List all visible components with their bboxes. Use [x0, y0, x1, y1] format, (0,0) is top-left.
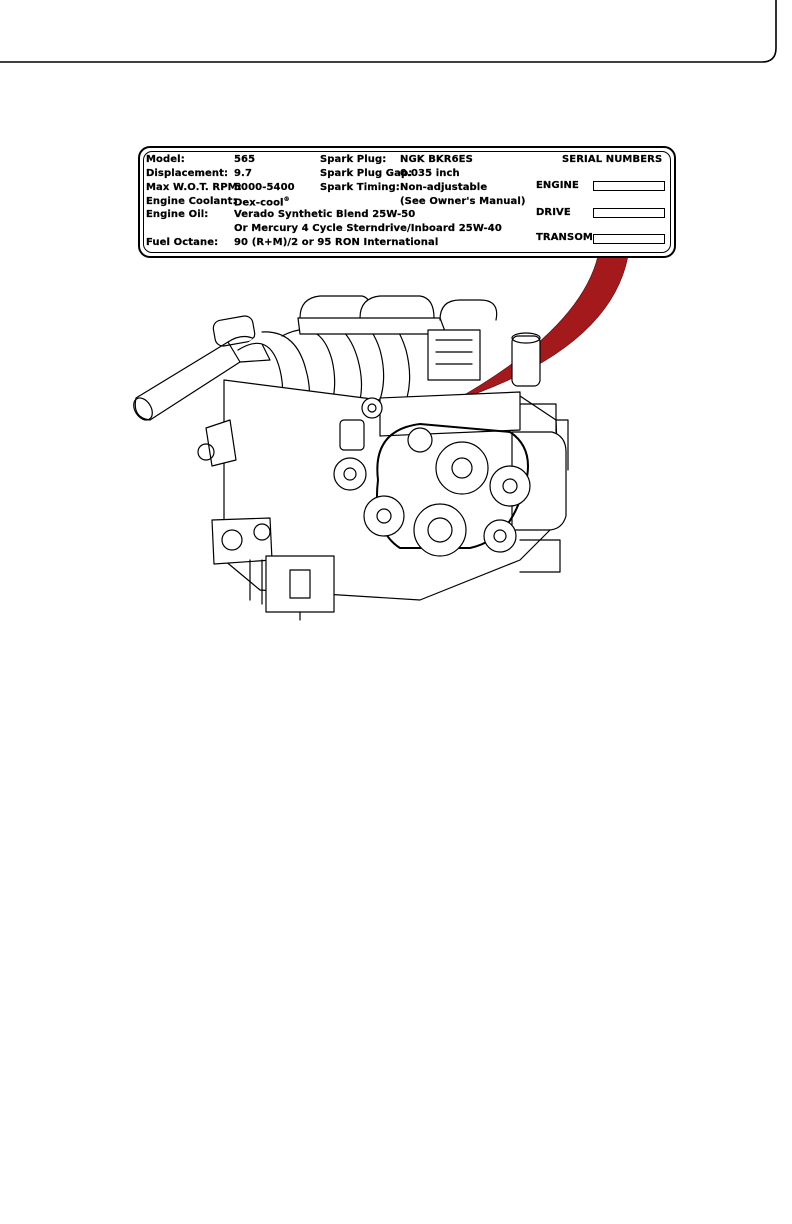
serial-numbers-title: SERIAL NUMBERS: [562, 154, 663, 165]
label-plug-gap-key: Spark Plug Gap:: [320, 168, 413, 179]
serial-drive-box: [593, 208, 665, 218]
label-timing-key: Spark Timing:: [320, 182, 400, 193]
spec-label-plate: [138, 146, 676, 258]
spec-label-inner-border: [143, 151, 671, 253]
label-model-value: 565: [234, 154, 256, 165]
label-spark-plug-value: NGK BKR6ES: [400, 154, 473, 165]
label-oil-value: Verado Synthetic Blend 25W-50: [234, 209, 416, 220]
label-octane-key: Fuel Octane:: [146, 237, 219, 248]
serial-transom-label: TRANSOM: [536, 232, 593, 243]
label-displacement-key: Displacement:: [146, 168, 229, 179]
serial-transom-box: [593, 234, 665, 244]
label-displacement-value: 9.7: [234, 168, 253, 179]
engine-illustration: [133, 295, 569, 621]
label-timing-value: Non-adjustable: [400, 182, 488, 193]
serial-engine-box: [593, 181, 665, 191]
registered-mark: ®: [283, 196, 290, 203]
label-oil-alt-value: Or Mercury 4 Cycle Sterndrive/Inboard 25…: [234, 223, 502, 234]
label-model-key: Model:: [146, 154, 185, 165]
serial-drive-label: DRIVE: [536, 207, 571, 218]
label-coolant-value: Dex-cool®: [234, 196, 290, 209]
label-spark-plug-key: Spark Plug:: [320, 154, 387, 165]
label-plug-gap-value: 0.035 inch: [400, 168, 460, 179]
label-oil-key: Engine Oil:: [146, 209, 209, 220]
label-octane-value: 90 (R+M)/2 or 95 RON International: [234, 237, 439, 248]
serial-engine-label: ENGINE: [536, 180, 579, 191]
label-max-rpm-key: Max W.O.T. RPM:: [146, 182, 242, 193]
label-timing-note: (See Owner's Manual): [400, 196, 526, 207]
label-max-rpm-value: 5000-5400: [234, 182, 295, 193]
label-coolant-key: Engine Coolant:: [146, 196, 237, 207]
coolant-name: Dex-cool: [234, 197, 284, 209]
page-corner-rule: [0, 0, 777, 63]
